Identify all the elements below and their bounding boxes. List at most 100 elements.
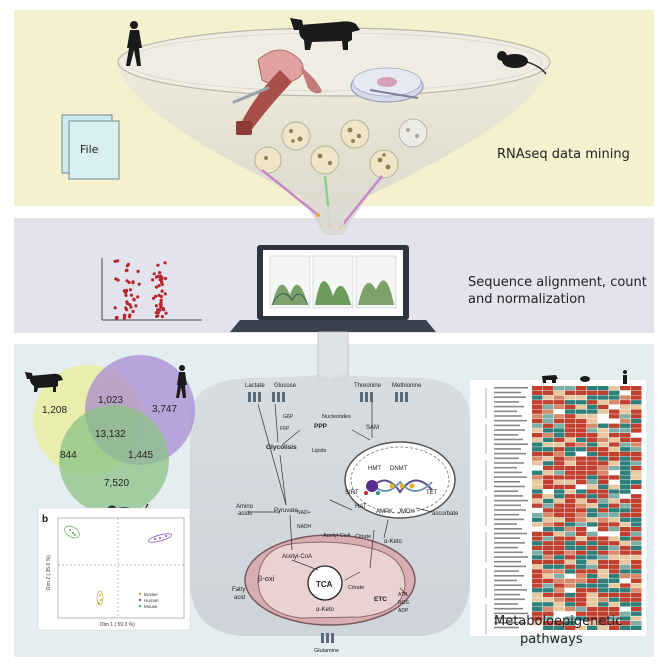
- heatmap-cell: [598, 583, 609, 588]
- heatmap-cell: [609, 578, 620, 583]
- heatmap-cell: [554, 395, 565, 400]
- heatmap-cell: [598, 588, 609, 593]
- heatmap-cell: [587, 494, 598, 499]
- heatmap-cell: [576, 395, 587, 400]
- label-lactate: Lactate: [245, 383, 265, 389]
- heatmap-cell: [576, 574, 587, 579]
- file-label: File: [80, 143, 99, 156]
- heatmap-cell: [543, 494, 554, 499]
- heatmap-cell: [565, 437, 576, 442]
- heatmap-cell: [631, 423, 642, 428]
- heatmap-cell: [631, 442, 642, 447]
- heatmap-cell: [620, 390, 631, 395]
- label-sirt: SIRT: [345, 490, 359, 496]
- heatmap-cell: [631, 409, 642, 414]
- heatmap-cell: [598, 489, 609, 494]
- heatmap-cell: [620, 569, 631, 574]
- heatmap-row-label: [494, 598, 525, 601]
- heatmap-cell: [565, 541, 576, 546]
- heatmap-cell: [554, 616, 565, 621]
- heatmap-cell: [631, 517, 642, 522]
- heatmap-cell: [598, 418, 609, 424]
- dot-plot-point: [163, 292, 167, 296]
- heatmap-cell: [554, 545, 565, 551]
- heatmap-cell: [554, 428, 565, 433]
- heatmap-cell: [631, 527, 642, 532]
- heatmap-cell: [609, 592, 620, 598]
- heatmap-cell: [620, 442, 631, 447]
- heatmap-row-label: [494, 448, 521, 450]
- heatmap-cell: [631, 583, 642, 588]
- dot-plot-point: [126, 262, 130, 266]
- pca-legend-bovine: Bovine: [144, 592, 158, 597]
- heatmap-cell: [609, 527, 620, 532]
- heatmap-cell: [576, 418, 587, 424]
- label-dnmt: DNMT: [390, 466, 408, 472]
- dot-plot-point: [160, 277, 164, 281]
- heatmap-cell: [587, 395, 598, 400]
- heatmap-cell: [620, 489, 631, 494]
- heatmap-cell: [620, 541, 631, 546]
- heatmap-cell: [631, 400, 642, 405]
- dot-plot-point: [162, 308, 166, 312]
- heatmap-cell: [631, 395, 642, 400]
- label-nucleotides: Nucleotides: [322, 414, 351, 420]
- label-nad: NAD+: [297, 510, 311, 516]
- heatmap-cell: [543, 602, 554, 607]
- heatmap-cell: [620, 475, 631, 480]
- heatmap-cell: [609, 423, 620, 428]
- nucleus: [344, 441, 456, 519]
- heatmap-cell: [631, 437, 642, 442]
- heatmap-cell: [631, 555, 642, 560]
- heatmap-cell: [543, 480, 554, 485]
- heatmap-cell: [532, 456, 543, 461]
- heatmap-cell: [609, 503, 620, 508]
- heatmap-row-label: [494, 391, 521, 394]
- dot-plot-point: [122, 316, 127, 320]
- heatmap-row-label: [494, 443, 528, 445]
- label-amino-2: acids: [238, 511, 252, 517]
- dot-plot-point: [125, 301, 130, 306]
- heatmap-cell: [532, 555, 543, 560]
- heatmap-row-label: [494, 457, 519, 460]
- heatmap-cell: [532, 625, 543, 630]
- heatmap-cell: [543, 456, 554, 461]
- heatmap-cell: [565, 564, 576, 569]
- heatmap-cell: [631, 456, 642, 461]
- label-jmdh: JMDH: [398, 509, 415, 515]
- heatmap-cell: [598, 517, 609, 522]
- heatmap-cell: [631, 418, 642, 424]
- heatmap-row-label: [494, 584, 522, 586]
- heatmap-row-label: [494, 471, 522, 474]
- heatmap-cell: [532, 480, 543, 485]
- dot-plot-point: [156, 263, 160, 267]
- heatmap-cell: [554, 541, 565, 546]
- panel1-label: RNAseq data mining: [497, 147, 630, 162]
- heatmap-cell: [631, 480, 642, 485]
- heatmap-cell: [532, 574, 543, 579]
- heatmap-cell: [543, 386, 554, 391]
- heatmap-cell: [631, 465, 642, 471]
- heatmap-cell: [532, 423, 543, 428]
- heatmap-cell: [620, 386, 631, 391]
- heatmap-cell: [576, 484, 587, 489]
- label-pyruvate: Pyruvate: [274, 508, 298, 514]
- label-etc: ETC: [374, 596, 387, 603]
- heatmap-cell: [620, 592, 631, 598]
- heatmap-cell: [631, 559, 642, 565]
- dot-plot-point: [127, 280, 131, 285]
- heatmap-cell: [576, 386, 587, 391]
- heatmap-cell: [598, 456, 609, 461]
- heatmap-cell: [532, 564, 543, 569]
- heatmap-cell: [543, 461, 554, 466]
- heatmap-cell: [620, 508, 631, 513]
- heatmap-cell: [609, 564, 620, 569]
- heatmap-row-label: [494, 589, 527, 591]
- heatmap-cell: [598, 545, 609, 551]
- heatmap-cell: [620, 564, 631, 569]
- heatmap-cell: [631, 602, 642, 607]
- heatmap-cell: [598, 592, 609, 598]
- dot-plot-point: [116, 259, 120, 263]
- dot-plot-point: [164, 311, 168, 315]
- heatmap-row-label: [494, 551, 523, 554]
